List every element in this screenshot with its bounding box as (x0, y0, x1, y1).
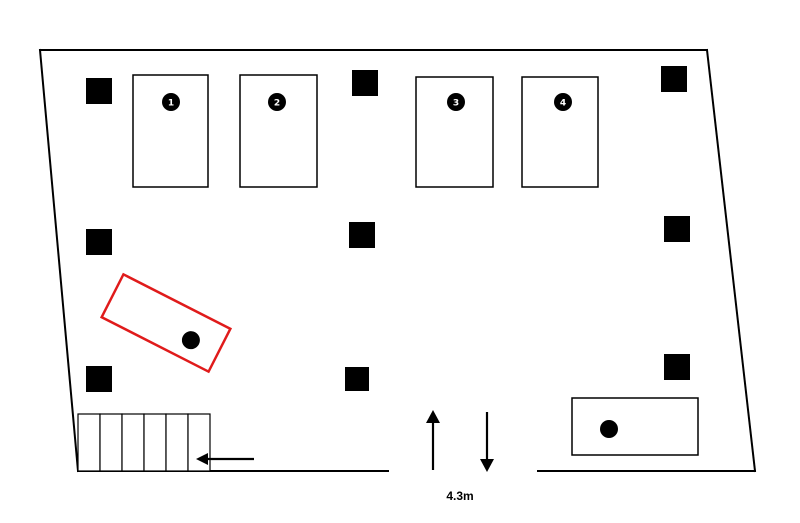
parking-spot-outline (521, 76, 599, 188)
parking-spot-marker (554, 93, 572, 111)
entrance-up-arrow-icon (426, 410, 440, 470)
column (664, 216, 690, 242)
column (664, 354, 690, 380)
parking-spot-marker (447, 93, 465, 111)
wall-right (705, 48, 757, 473)
parking-spot-marker (181, 331, 200, 350)
parking-spot-number: 2 (274, 99, 280, 109)
staircase (77, 413, 211, 472)
column (352, 70, 378, 96)
parking-spot-number: 1 (168, 99, 174, 109)
parking-spot-3: 3 (415, 76, 494, 188)
parking-spot-marker (600, 420, 618, 438)
column (86, 366, 112, 392)
column (661, 66, 687, 92)
column (349, 222, 375, 248)
parking-spot-2: 2 (239, 74, 318, 188)
parking-spot-outline (132, 74, 209, 188)
parking-spot-marker (268, 93, 286, 111)
parking-spot-outline (99, 272, 233, 374)
stair-step (165, 413, 189, 472)
parking-spot-bottom-right (571, 397, 699, 456)
column (345, 367, 369, 391)
stair-step (99, 413, 123, 472)
entrance-down-arrow-icon (480, 412, 494, 472)
stair-direction-arrow-icon (196, 453, 254, 465)
column (86, 229, 112, 255)
columns (86, 66, 690, 392)
entrance-width-label: 4.3m (446, 489, 473, 503)
parking-spot-marker (162, 93, 180, 111)
parking-spot-outline (239, 74, 318, 188)
stair-step (121, 413, 145, 472)
parking-spot-number: 4 (560, 99, 566, 109)
parking-spot-1: 1 (132, 74, 209, 188)
wall-left (38, 48, 80, 473)
parking-spot-outline (571, 397, 699, 456)
parking-spot-number: 3 (453, 99, 459, 109)
parking-spot-highlighted (99, 272, 233, 374)
stair-step (77, 413, 101, 472)
column (86, 78, 112, 104)
stair-step (143, 413, 167, 472)
parking-spot-4: 4 (521, 76, 599, 188)
